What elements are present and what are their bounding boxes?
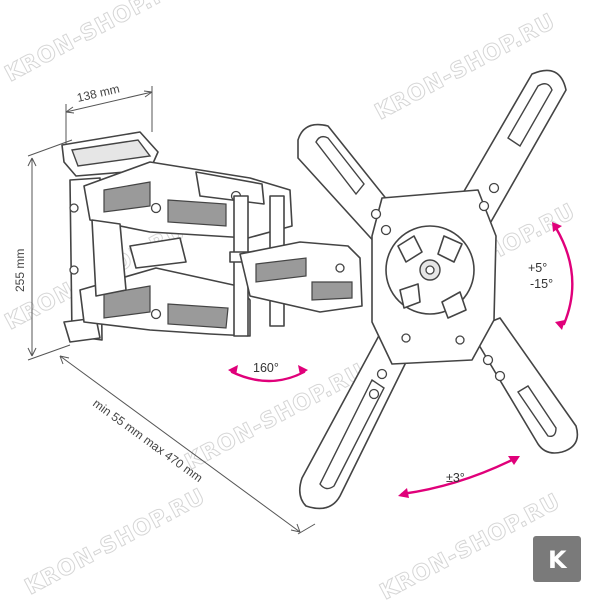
height-label: 255 mm [13, 249, 27, 292]
swivel-label: 160° [253, 361, 279, 375]
watermark-text: KRON-SHOP.RU [1, 0, 190, 87]
forearm [239, 241, 363, 313]
badge-letter: K [548, 546, 568, 574]
brand-badge: K [533, 536, 581, 582]
tilt-down-label: -15° [530, 277, 553, 291]
height-dimension: 255 mm [13, 139, 73, 361]
depth-label: 138 mm [76, 82, 121, 105]
rotate-label: ±3° [446, 471, 465, 485]
watermark-text: KRON-SHOP.RU [21, 484, 210, 600]
vesa-plate [297, 69, 579, 510]
tilt-arrow: +5° -15° [528, 222, 574, 330]
extension-label: min 55 mm max 470 mm [90, 396, 205, 485]
rotate-arrow: ±3° [398, 456, 520, 498]
tilt-up-label: +5° [528, 261, 547, 275]
swivel-arrow: 160° [228, 361, 308, 383]
